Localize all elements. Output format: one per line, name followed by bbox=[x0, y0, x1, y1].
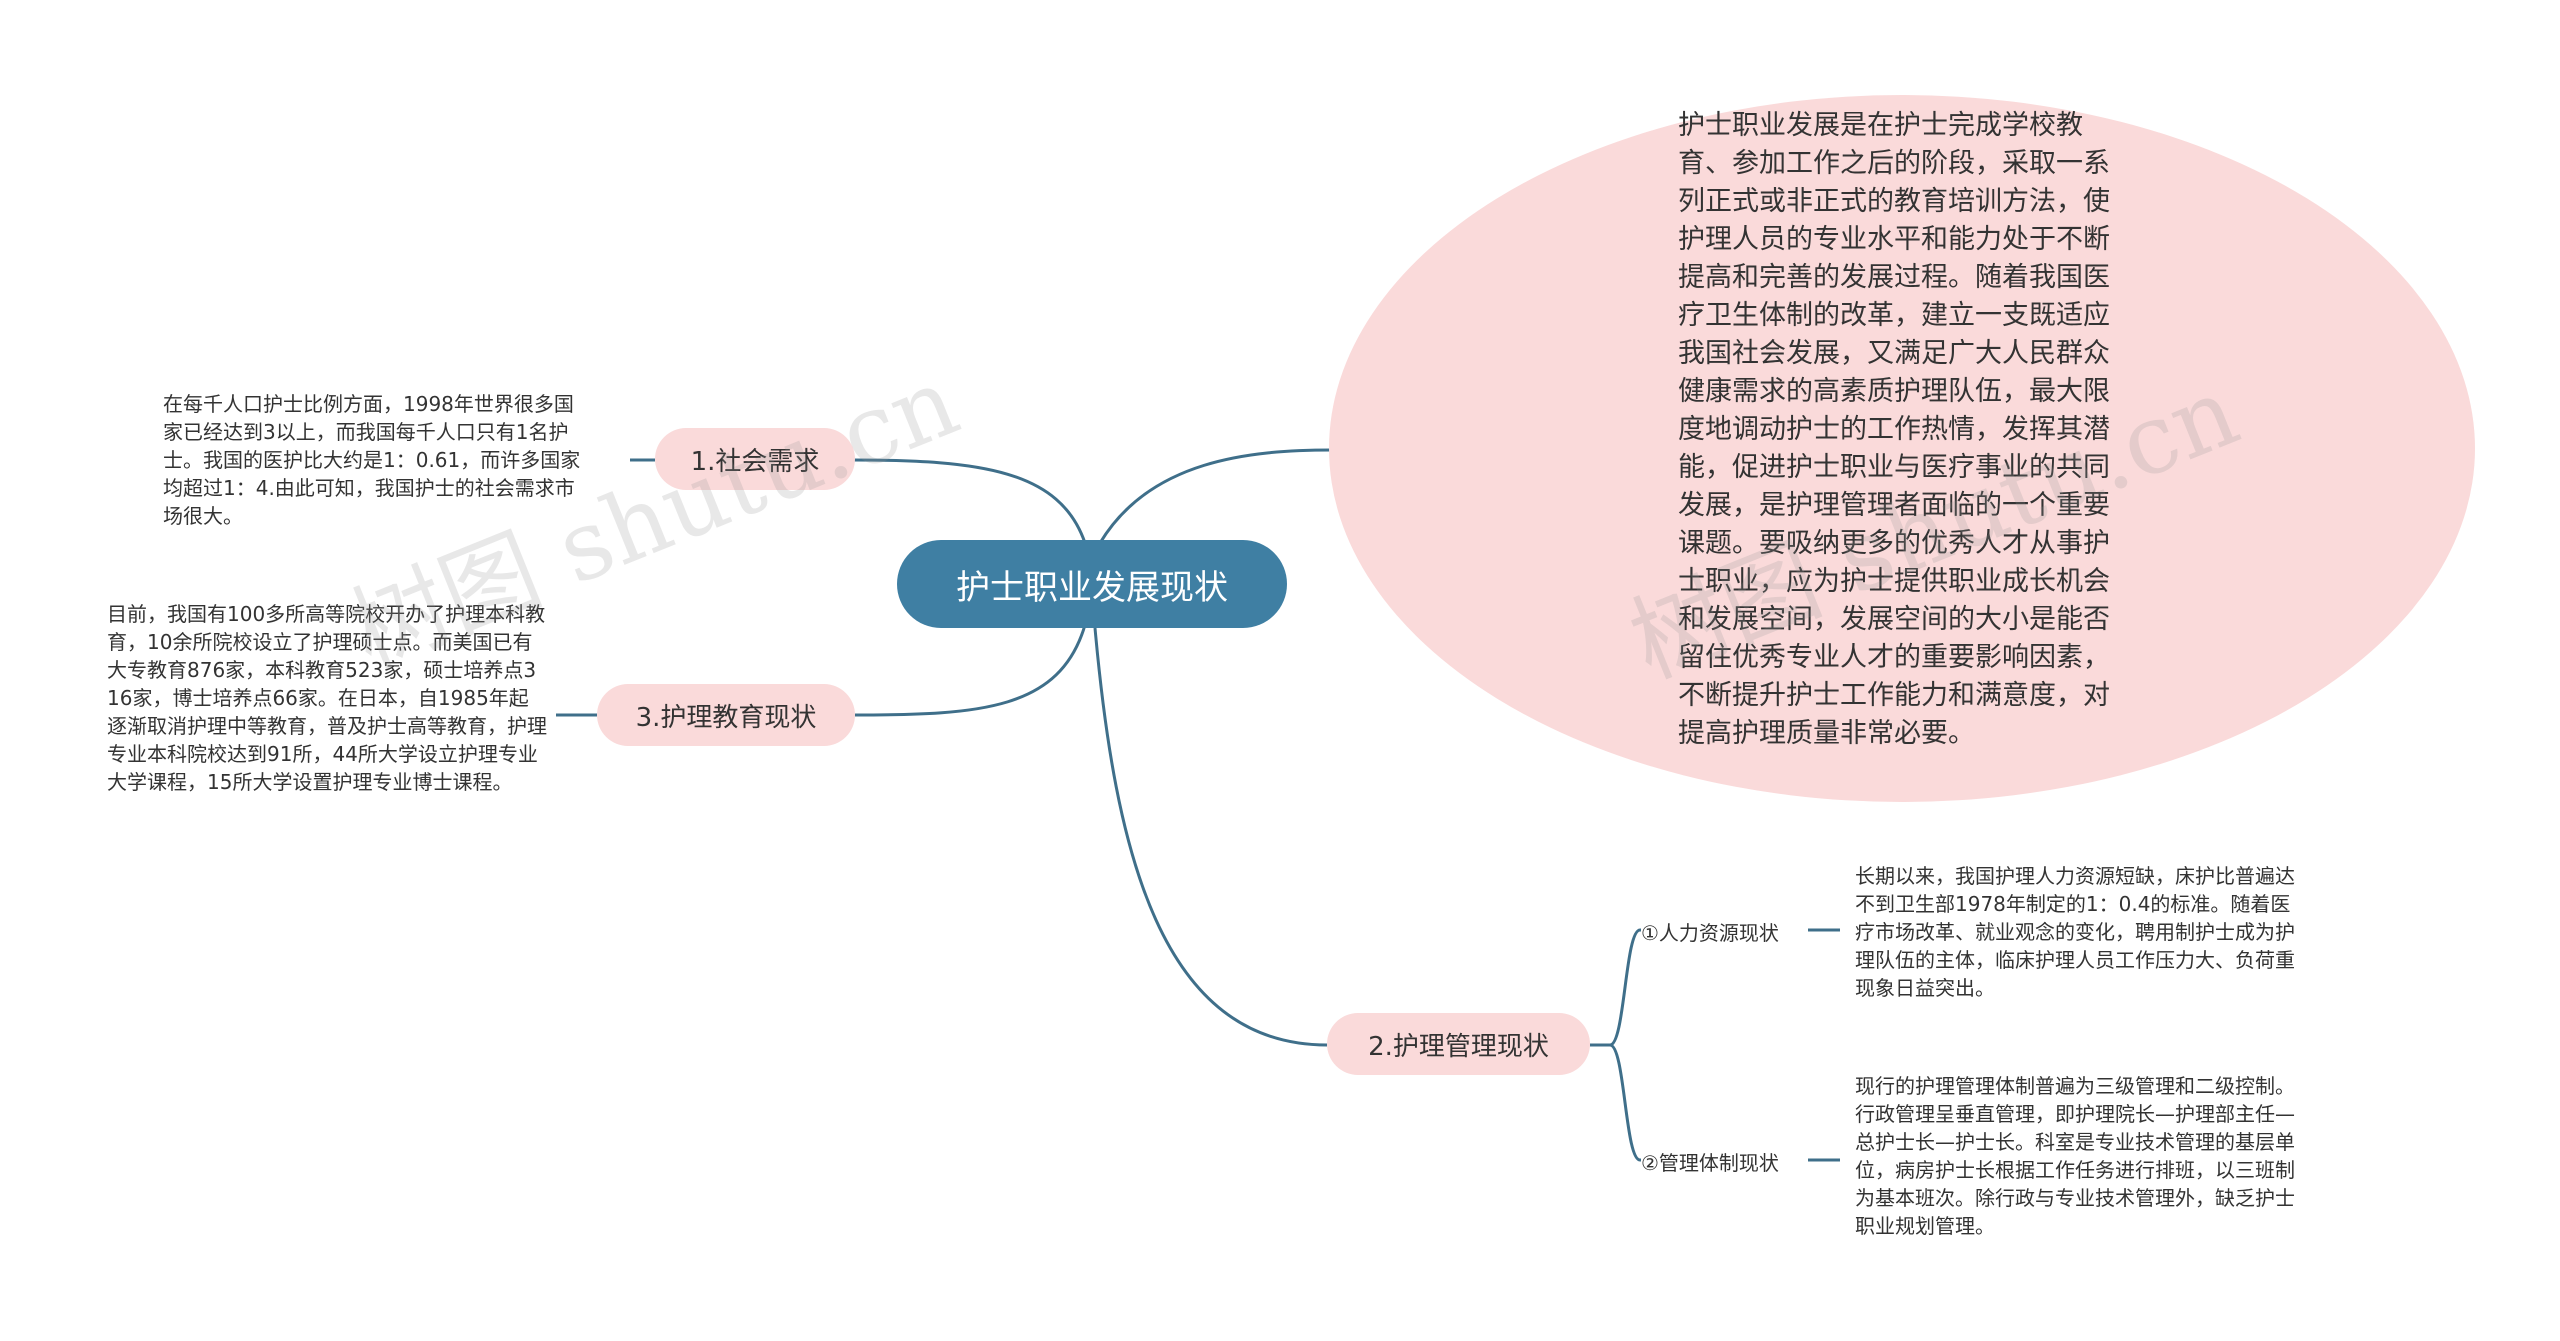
root-node[interactable]: 护士职业发展现状 bbox=[897, 540, 1287, 628]
sub-system[interactable]: ②管理体制现状 bbox=[1641, 1151, 1779, 1175]
sub-hr[interactable]: ①人力资源现状 bbox=[1641, 921, 1779, 945]
branch-education[interactable]: 3.护理教育现状 bbox=[597, 684, 855, 746]
intro-text: 护士职业发展是在护士完成学校教育、参加工作之后的阶段，采取一系列正式或非正式的教… bbox=[1678, 110, 2110, 749]
hr-detail: 长期以来，我国护理人力资源短缺，床护比普遍达不到卫生部1978年制定的1：0.4… bbox=[1855, 864, 2295, 1000]
branch-management-label: 2.护理管理现状 bbox=[1368, 1031, 1549, 1062]
education-detail: 目前，我国有100多所高等院校开办了护理本科教育，10余所院校设立了护理硕士点。… bbox=[107, 602, 547, 794]
link-root-management bbox=[1093, 627, 1328, 1047]
branch-social-label: 1.社会需求 bbox=[690, 446, 820, 477]
link-root-education bbox=[854, 624, 1087, 717]
branch-social[interactable]: 1.社会需求 bbox=[655, 428, 855, 490]
branch-education-label: 3.护理教育现状 bbox=[635, 702, 817, 733]
system-detail: 现行的护理管理体制普遍为三级管理和二级控制。行政管理呈垂直管理，即护理院长—护理… bbox=[1855, 1074, 2295, 1238]
intro-ellipse bbox=[1329, 95, 2475, 802]
link-management-system bbox=[1609, 1043, 1641, 1162]
social-detail: 在每千人口护士比例方面，1998年世界很多国家已经达到3以上，而我国每千人口只有… bbox=[163, 392, 581, 528]
link-root-social bbox=[852, 458, 1087, 544]
branch-management[interactable]: 2.护理管理现状 bbox=[1327, 1013, 1590, 1075]
root-label: 护士职业发展现状 bbox=[956, 567, 1228, 608]
link-root-intro bbox=[1098, 448, 1333, 544]
link-management-hr bbox=[1590, 928, 1641, 1047]
